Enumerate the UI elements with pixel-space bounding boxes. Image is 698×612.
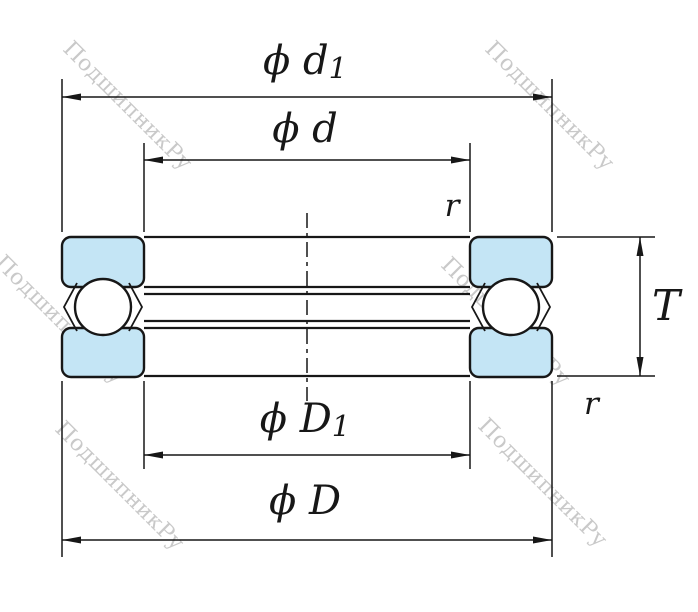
watermark: ПодшипникРу (473, 414, 612, 553)
label-phi-D: ϕ D (269, 478, 341, 524)
label-T: T (652, 281, 683, 330)
label-r-bottom: r (584, 386, 601, 422)
label-phi-D1-sub: 1 (332, 409, 350, 443)
dimension-T: T (557, 236, 683, 377)
watermark: ПодшипникРу (480, 37, 619, 176)
cage-left-inner (128, 282, 144, 332)
label-phi-d1-sub: 1 (329, 51, 347, 85)
cage-right-inner (470, 282, 486, 332)
watermark: ПодшипникРу (50, 417, 189, 556)
bearing-body (60, 213, 554, 401)
watermark: ПодшипникРу (58, 37, 197, 176)
dimension-d1: ϕ d1 (61, 38, 553, 232)
dimension-d: ϕ d (143, 106, 471, 232)
ball-right (481, 277, 541, 337)
cage-left-outer (62, 282, 78, 332)
dimension-D: ϕ D (61, 381, 553, 557)
ball-left (73, 277, 133, 337)
label-phi-d: ϕ d (272, 106, 338, 152)
dimension-D1: ϕ D1 (143, 381, 471, 469)
label-phi-D1-main: ϕ D (260, 396, 332, 442)
label-phi-d1: ϕ d1 (263, 38, 347, 85)
label-phi-D1: ϕ D1 (260, 396, 351, 443)
label-r-top: r (445, 188, 462, 224)
label-phi-d1-main: ϕ d (263, 38, 329, 84)
cage-right-outer (536, 282, 552, 332)
